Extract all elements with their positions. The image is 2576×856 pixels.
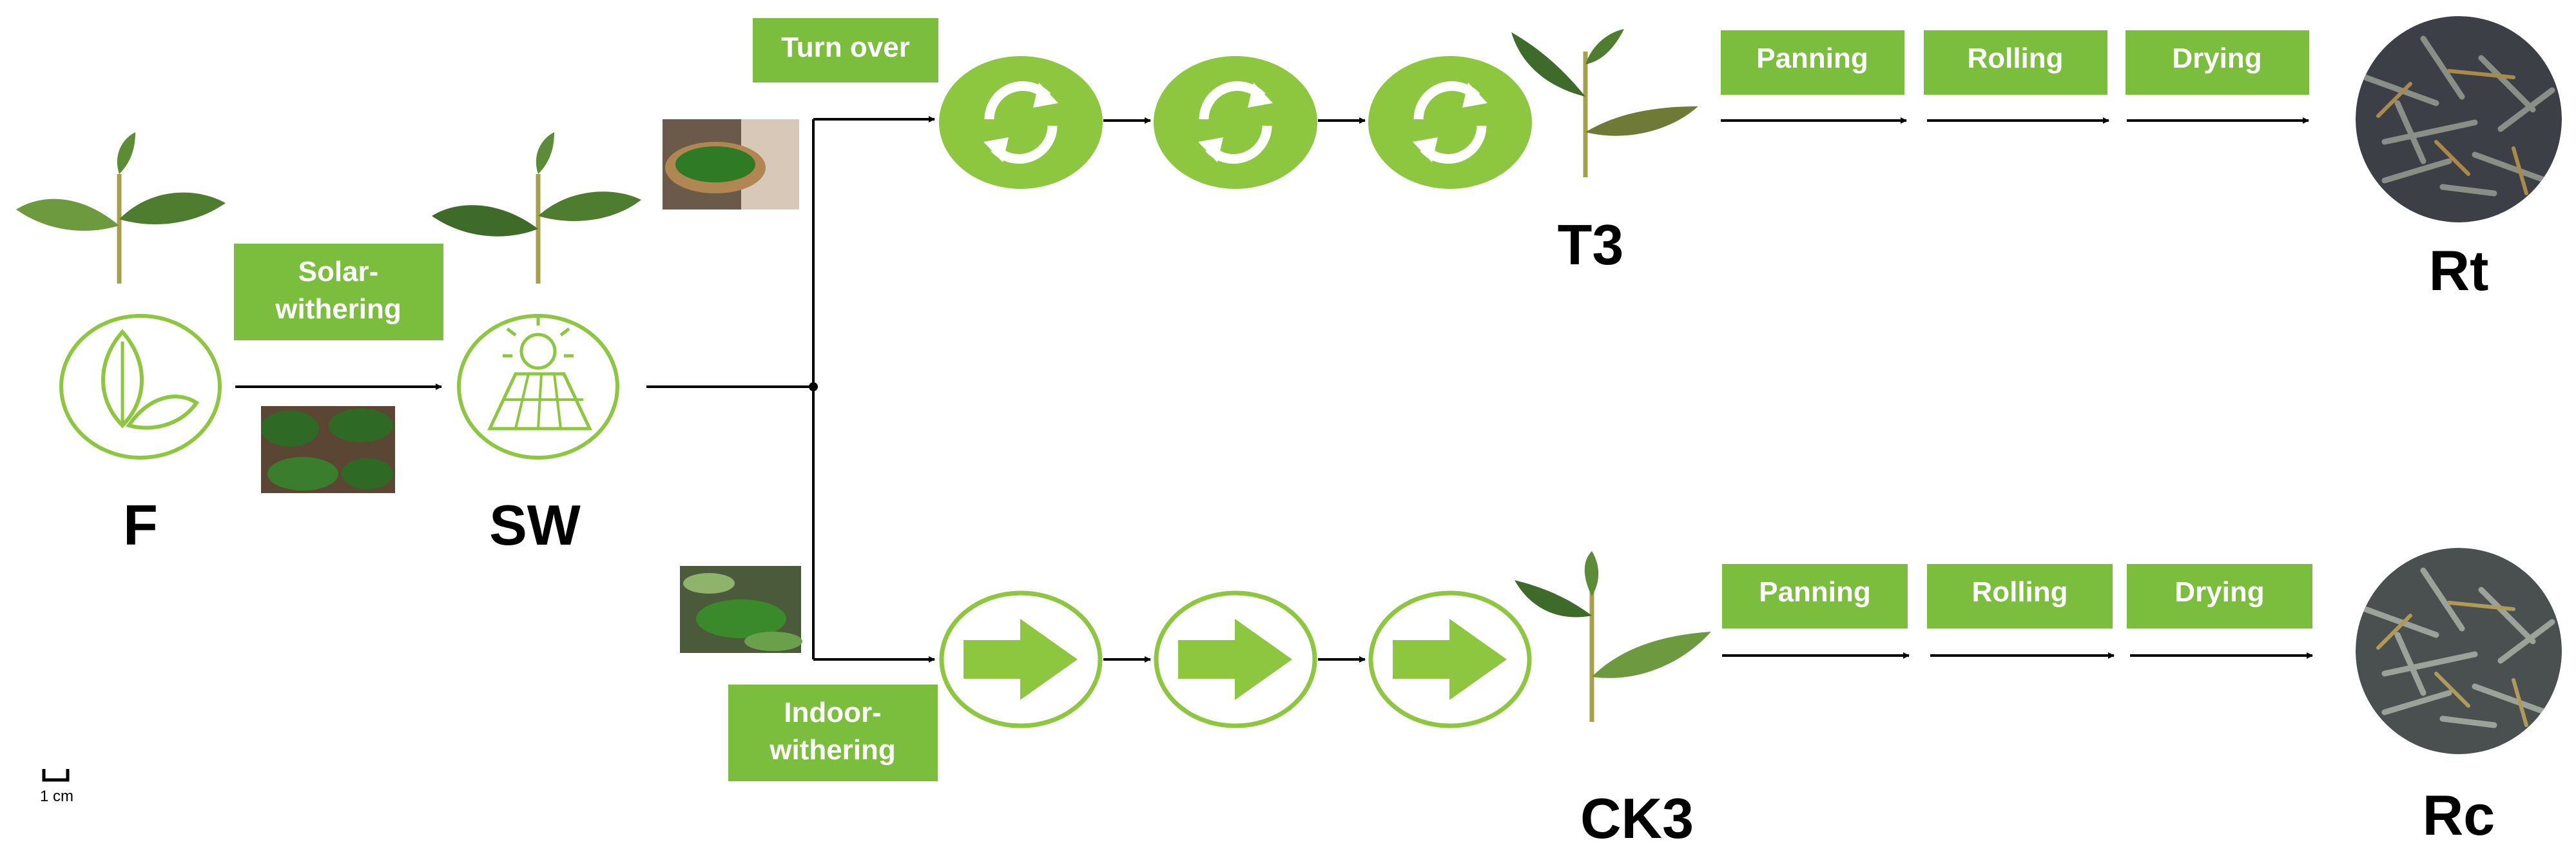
scale-bar-label: 1 cm — [40, 788, 73, 805]
turned-leaf-sprig — [1511, 29, 1698, 177]
bottom-rolling-label: Rolling — [1971, 576, 2068, 608]
indoor-arrow-icon-2 — [1154, 590, 1317, 728]
turn-over-label: Turn over — [781, 32, 910, 63]
indoor-withering-label-2: withering — [769, 734, 896, 766]
turn-over-icon-1 — [939, 56, 1103, 189]
top-rolling-label: Rolling — [1967, 43, 2063, 74]
control-leaf-sprig — [1515, 551, 1711, 722]
bottom-drying-label: Drying — [2174, 576, 2264, 608]
scale-bar: 1 cm — [40, 769, 73, 805]
fresh-leaf-sprig — [16, 132, 226, 284]
turn-over-photo — [663, 119, 799, 209]
stage-label-control: CK3 — [1580, 786, 1694, 850]
indoor-arrow-icon-1 — [939, 590, 1103, 728]
solar-withering-label-1: Solar- — [298, 256, 379, 287]
stage-label-fresh: F — [123, 493, 158, 557]
indoor-withering-photo — [680, 566, 802, 653]
rt-tea-product-image — [2356, 16, 2562, 222]
bottom-rolling-box: Rolling — [1927, 564, 2113, 628]
bottom-panning-label: Panning — [1759, 576, 1871, 608]
solar-withering-label-2: withering — [275, 293, 402, 325]
stage-label-product-control: Rc — [2423, 783, 2495, 847]
turn-over-icon-2 — [1154, 56, 1317, 189]
turn-over-icon-3 — [1368, 56, 1532, 189]
stage-label-product-turned: Rt — [2429, 238, 2489, 302]
rc-tea-product-image — [2356, 548, 2562, 754]
solar-withering-photo — [261, 406, 395, 493]
indoor-withering-box: Indoor- withering — [728, 685, 938, 781]
stage-label-turned: T3 — [1558, 213, 1624, 277]
top-panning-label: Panning — [1756, 43, 1868, 74]
top-drying-label: Drying — [2172, 43, 2261, 74]
bottom-panning-box: Panning — [1722, 564, 1908, 628]
connector-lines — [235, 116, 2313, 663]
indoor-withering-label-1: Indoor- — [784, 697, 882, 728]
withered-leaf-sprig — [432, 132, 641, 284]
leaves-in-circle-icon — [59, 314, 222, 460]
stage-label-solar-withered: SW — [489, 493, 581, 557]
top-rolling-box: Rolling — [1924, 30, 2107, 95]
top-drying-box: Drying — [2126, 30, 2309, 95]
top-panning-box: Panning — [1721, 30, 1904, 95]
bottom-drying-box: Drying — [2127, 564, 2312, 628]
solar-withering-box: Solar- withering — [234, 244, 443, 340]
turn-over-box: Turn over — [753, 18, 938, 83]
sun-over-field-icon — [457, 314, 619, 460]
indoor-arrow-icon-3 — [1368, 590, 1532, 728]
